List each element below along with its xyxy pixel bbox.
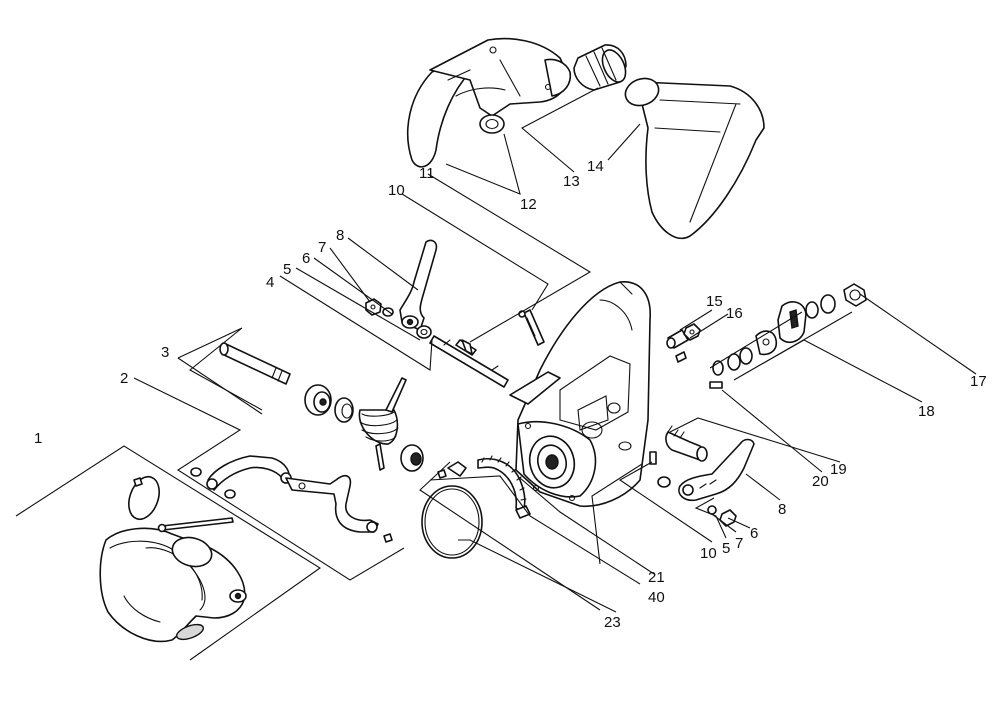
callout-10: 10 [388,182,405,199]
part-4-bushing [416,325,432,339]
callout-labels: 1 2 3 4 5 6 7 8 10 11 12 13 14 15 16 17 … [34,158,987,631]
part-3-shaft-assembly [219,342,424,472]
callout-13: 13 [563,173,580,190]
callout-5-lower: 5 [722,540,730,557]
callout-7: 7 [318,239,326,256]
part-13-sleeve [573,44,627,91]
callout-1: 1 [34,430,42,447]
part-19-pivot-pin [665,425,708,462]
callout-20: 20 [812,473,829,490]
callout-6-lower: 6 [750,525,758,542]
part-21-gearbox-housing [509,281,651,508]
shaft-long [429,335,509,388]
callout-16: 16 [726,305,743,322]
part-2-linkage [190,455,393,543]
part-40-gear-segment [437,455,531,519]
callout-17: 17 [970,373,987,390]
callout-10-lower: 10 [700,545,717,562]
part-10-screw-lower [649,451,657,465]
callout-19: 19 [830,461,847,478]
callout-15: 15 [706,293,723,310]
part-8-control-lever-upper [399,239,438,331]
callout-18: 18 [918,403,935,420]
callout-8-lower: 8 [778,501,786,518]
part-14-deflector-hood [624,77,765,239]
part-8-control-lever-lower [678,438,755,502]
part-1-chute-base [99,475,247,643]
part-11-upper-chute [406,37,572,168]
callout-5: 5 [283,261,291,278]
callout-7-lower: 7 [735,535,743,552]
callout-40: 40 [648,589,665,606]
callout-11: 11 [419,165,435,182]
part-20-pin [709,381,723,389]
part-5-washer-lower [657,476,671,488]
part-16-nut [683,323,701,341]
part-23-ring-clip [421,485,483,559]
callout-14: 14 [587,158,604,175]
callout-21: 21 [648,569,665,586]
callout-8: 8 [336,227,344,244]
part-15-pin [666,329,689,363]
callout-6: 6 [302,250,310,267]
callout-2: 2 [120,370,128,387]
callout-23: 23 [604,614,621,631]
part-10-bolt [518,309,545,346]
part-18-crank-assembly [712,283,867,376]
callout-4: 4 [266,274,274,291]
callout-3: 3 [161,344,169,361]
callout-12: 12 [520,196,537,213]
leader-lines [15,87,977,661]
